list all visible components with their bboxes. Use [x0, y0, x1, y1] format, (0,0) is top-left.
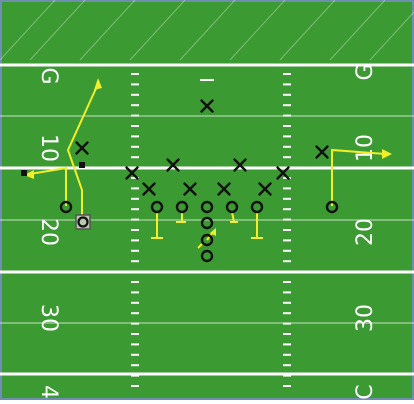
offensive-player-o[interactable]	[200, 249, 214, 263]
offensive-player-o[interactable]	[225, 200, 239, 214]
offensive-player-o[interactable]	[325, 200, 339, 214]
selected-player[interactable]	[77, 216, 89, 228]
yard-number-left-40: 4	[36, 385, 61, 399]
route-arrow-left	[24, 170, 34, 179]
offensive-player-o[interactable]	[200, 200, 214, 214]
offensive-player-o[interactable]	[200, 216, 214, 230]
offensive-player-o[interactable]	[175, 200, 189, 214]
offensive-player-o[interactable]	[200, 233, 214, 247]
end-zone-stripes	[0, 0, 414, 61]
yard-number-left-30: 30	[36, 304, 61, 332]
route-arrow-back	[210, 228, 216, 236]
route-left-deep	[66, 83, 99, 222]
yard-number-left-10: 10	[36, 134, 61, 162]
route-arrow-right	[382, 149, 392, 159]
block-lg	[176, 212, 186, 223]
yard-number-right-30: 30	[353, 304, 378, 332]
defender-x[interactable]	[258, 182, 272, 196]
offense-players	[59, 200, 339, 263]
yard-number-left-goal: G	[36, 67, 61, 84]
yard-lines	[0, 63, 414, 376]
route-left-out	[29, 166, 67, 206]
hash-marks-right	[283, 73, 291, 387]
route-right	[331, 148, 386, 206]
defender-x[interactable]	[142, 182, 156, 196]
defender-x[interactable]	[315, 145, 329, 159]
defender-x[interactable]	[125, 166, 139, 180]
defender-x[interactable]	[75, 141, 89, 155]
block-lt	[151, 212, 163, 239]
route-endpoint-marker-left	[21, 170, 27, 176]
defender-x[interactable]	[217, 182, 231, 196]
five-yard-lines	[0, 115, 414, 324]
defender-x[interactable]	[200, 99, 214, 113]
block-rt	[251, 212, 263, 239]
yard-number-right-10: 10	[353, 134, 378, 162]
hash-marks-left	[131, 73, 139, 387]
defender-x[interactable]	[183, 182, 197, 196]
defender-x[interactable]	[276, 166, 290, 180]
route-arrow-up	[94, 78, 102, 90]
defender-x[interactable]	[233, 158, 247, 172]
route-endpoint-marker-top	[79, 162, 85, 168]
yard-number-left-20: 20	[36, 218, 61, 246]
offensive-player-o[interactable]	[150, 200, 164, 214]
defender-x[interactable]	[166, 158, 180, 172]
yard-number-right-goal: G	[353, 63, 378, 80]
yard-number-right-20: 20	[353, 218, 378, 246]
defense-players	[75, 99, 329, 196]
offensive-player-o[interactable]	[59, 200, 73, 214]
yard-number-right-40: C	[353, 384, 378, 399]
block-rg	[230, 211, 238, 223]
offensive-player-o[interactable]	[250, 200, 264, 214]
